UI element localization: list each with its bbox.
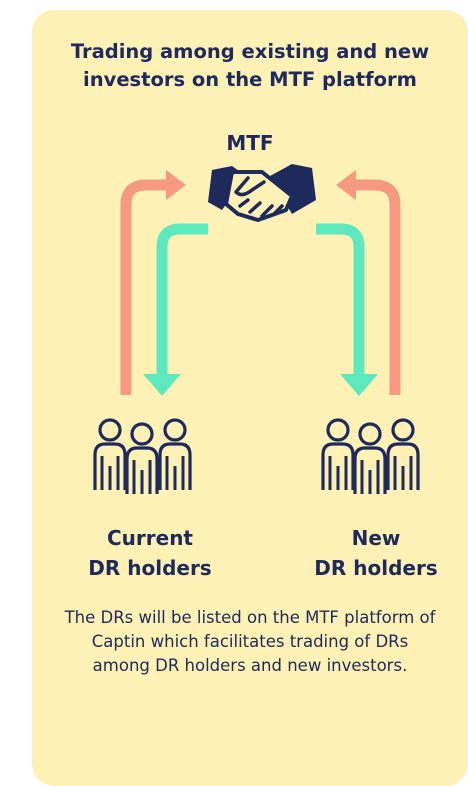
handshake-icon bbox=[208, 164, 316, 222]
new-holders-line-1: New bbox=[351, 526, 401, 550]
new-holders-line-2: DR holders bbox=[314, 556, 438, 580]
current-holders-icon bbox=[93, 418, 192, 496]
title-line-1: Trading among existing and new bbox=[70, 40, 430, 63]
new-holders-label: New DR holders bbox=[286, 523, 466, 583]
arrow-new-to-mtf bbox=[336, 170, 401, 395]
title-line-2: investors on the MTF platform bbox=[83, 68, 417, 91]
current-holders-line-2: DR holders bbox=[88, 556, 212, 580]
description-text: The DRs will be listed on the MTF platfo… bbox=[64, 608, 436, 675]
diagram-title: Trading among existing and new investors… bbox=[32, 38, 468, 94]
current-holders-label: Current DR holders bbox=[60, 523, 240, 583]
current-holders-line-1: Current bbox=[106, 526, 193, 550]
arrow-current-to-mtf bbox=[120, 170, 186, 395]
arrow-mtf-to-current bbox=[143, 223, 208, 396]
info-card bbox=[32, 10, 468, 786]
mtf-label: MTF bbox=[226, 131, 274, 155]
arrow-mtf-to-new bbox=[316, 223, 378, 396]
new-holders-icon bbox=[321, 418, 420, 496]
